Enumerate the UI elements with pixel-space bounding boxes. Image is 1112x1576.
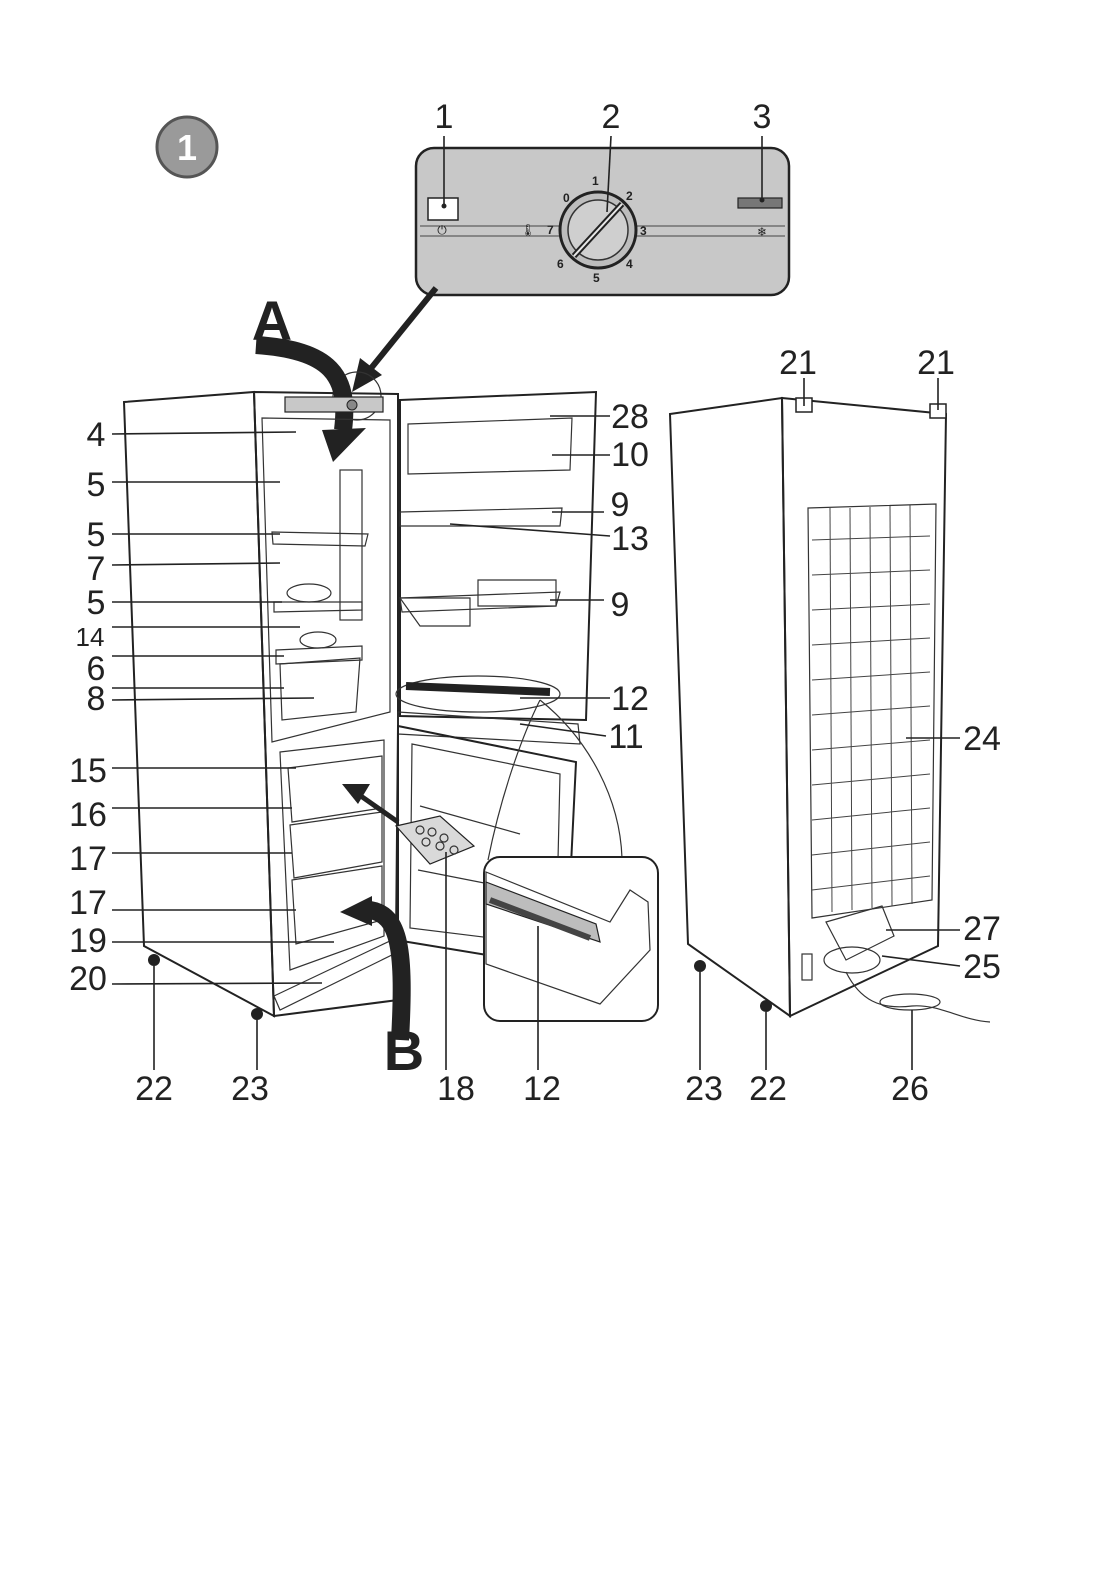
dial-mark-4: 4 xyxy=(626,257,633,271)
callout-27: 27 xyxy=(963,910,1001,948)
callout-1: 1 xyxy=(435,98,454,136)
power-icon: ⏻ xyxy=(437,223,447,237)
condenser-coil xyxy=(812,505,930,912)
callout-8: 8 xyxy=(87,680,106,718)
letter-b: B xyxy=(384,1019,424,1082)
callout-4: 4 xyxy=(87,416,106,454)
callout-24: 24 xyxy=(963,720,1001,758)
callout-19: 19 xyxy=(69,922,107,960)
fridge-door xyxy=(396,392,596,744)
callout-15: 15 xyxy=(69,752,107,790)
callout-25: 25 xyxy=(963,948,1001,986)
callout-23: 23 xyxy=(685,1070,723,1108)
snowflake-icon: ❄ xyxy=(757,225,767,239)
callout-11: 11 xyxy=(608,718,643,756)
callout-2: 2 xyxy=(602,98,621,136)
callout-18: 18 xyxy=(437,1070,475,1108)
fridge-front xyxy=(124,392,398,1020)
figure-badge: 1 xyxy=(157,117,217,177)
callout-5: 5 xyxy=(87,466,106,504)
callout-3: 3 xyxy=(753,98,772,136)
main-switch xyxy=(428,198,458,220)
dial-mark-3: 3 xyxy=(640,224,647,238)
control-panel: ⏻ 🌡 ❄ 0 1 2 3 4 5 6 7 1 2 3 xyxy=(416,98,789,295)
callout-21: 21 xyxy=(917,344,955,382)
callout-20: 20 xyxy=(69,960,107,998)
callout-16: 16 xyxy=(69,796,107,834)
thermometer-icon: 🌡 xyxy=(520,223,535,237)
callout-21: 21 xyxy=(779,344,817,382)
callout-26: 26 xyxy=(891,1070,929,1108)
callout-17: 17 xyxy=(69,840,107,878)
callout-23: 23 xyxy=(231,1070,269,1108)
dial-mark-2: 2 xyxy=(626,189,633,203)
callout-22: 22 xyxy=(135,1070,173,1108)
fridge-rear xyxy=(670,398,990,1022)
callout-28: 28 xyxy=(611,398,649,436)
callouts-door: 28 10 9 13 9 12 11 xyxy=(450,398,649,756)
callout-7: 7 xyxy=(87,550,106,588)
callout-5: 5 xyxy=(87,584,106,622)
dial-mark-6: 6 xyxy=(557,257,564,271)
figure-number: 1 xyxy=(177,127,197,168)
callout-12: 12 xyxy=(611,680,649,718)
dial-mark-5: 5 xyxy=(593,271,600,285)
callout-5: 5 xyxy=(87,516,106,554)
callout-12: 12 xyxy=(523,1070,561,1108)
dial-mark-1: 1 xyxy=(592,174,599,188)
dial-mark-7: 7 xyxy=(547,223,554,237)
callouts-left: 4 5 5 7 5 14 6 8 15 16 17 17 19 20 xyxy=(69,416,334,998)
callout-14: 14 xyxy=(76,622,105,652)
dial-mark-0: 0 xyxy=(563,191,570,205)
callout-9: 9 xyxy=(611,586,630,624)
callout-13: 13 xyxy=(611,520,649,558)
callout-17: 17 xyxy=(69,884,107,922)
callout-9: 9 xyxy=(611,486,630,524)
callout-22: 22 xyxy=(749,1070,787,1108)
callout-10: 10 xyxy=(611,436,649,474)
arrow-a xyxy=(256,345,344,430)
